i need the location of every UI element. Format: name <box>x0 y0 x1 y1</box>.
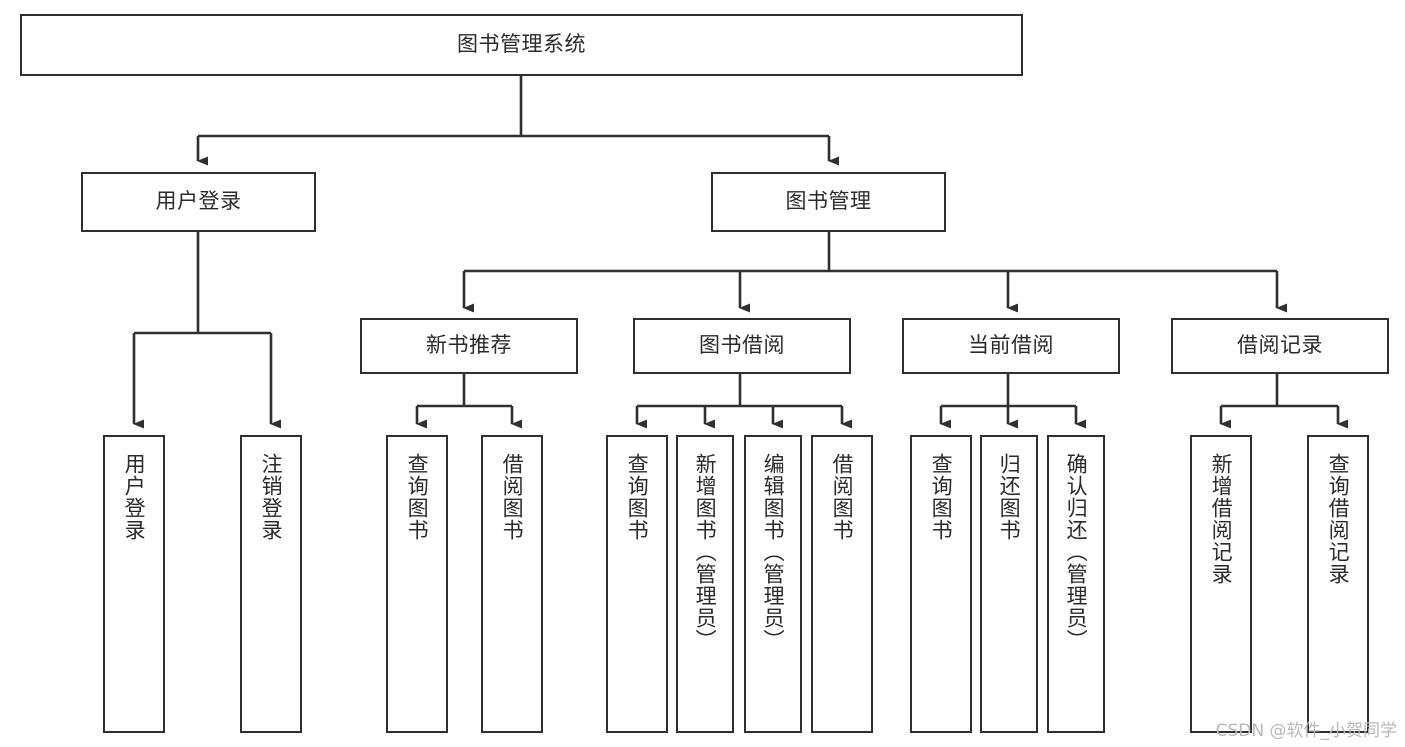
node-label: 新增借阅记录 <box>1209 453 1234 585</box>
node-label: 归还图书 <box>997 453 1022 541</box>
node-user-login[interactable]: 用户登录 <box>81 172 316 232</box>
node-leaf-confirm-return-admin[interactable]: 确认归还（管理员） <box>1047 435 1105 733</box>
node-leaf-add-borrow-record[interactable]: 新增借阅记录 <box>1190 435 1252 733</box>
node-book-borrow[interactable]: 图书借阅 <box>633 318 851 374</box>
node-leaf-borrow-book-recommend[interactable]: 借阅图书 <box>481 435 543 733</box>
node-label: 查询图书 <box>625 453 650 541</box>
node-label: 借阅记录 <box>1237 333 1323 358</box>
watermark-text: CSDN @软件_小贺同学 <box>1215 721 1397 741</box>
node-label: 图书管理 <box>785 189 872 214</box>
node-leaf-add-book-admin[interactable]: 新增图书（管理员） <box>676 435 734 733</box>
node-label: 查询图书 <box>405 453 430 541</box>
node-leaf-query-book-current[interactable]: 查询图书 <box>910 435 972 733</box>
node-book-manage[interactable]: 图书管理 <box>711 172 946 232</box>
node-borrow-record[interactable]: 借阅记录 <box>1171 318 1389 374</box>
node-label: 编辑图书（管理员） <box>761 453 786 651</box>
node-label: 用户登录 <box>122 453 147 541</box>
node-label: 查询借阅记录 <box>1326 453 1351 585</box>
node-label: 图书借阅 <box>699 333 785 358</box>
node-root-book-management-system[interactable]: 图书管理系统 <box>20 14 1023 76</box>
node-label: 借阅图书 <box>830 453 855 541</box>
node-leaf-return-book[interactable]: 归还图书 <box>980 435 1038 733</box>
node-leaf-user-login[interactable]: 用户登录 <box>103 435 165 733</box>
node-leaf-user-logout[interactable]: 注销登录 <box>240 435 302 733</box>
node-leaf-query-borrow-record[interactable]: 查询借阅记录 <box>1307 435 1369 733</box>
node-label: 借阅图书 <box>500 453 525 541</box>
node-label: 图书管理系统 <box>457 32 586 57</box>
node-leaf-borrow-book-borrow[interactable]: 借阅图书 <box>811 435 873 733</box>
node-leaf-query-book-recommend[interactable]: 查询图书 <box>386 435 448 733</box>
node-label: 当前借阅 <box>968 333 1054 358</box>
node-label: 注销登录 <box>259 453 284 541</box>
node-label: 查询图书 <box>929 453 954 541</box>
node-leaf-edit-book-admin[interactable]: 编辑图书（管理员） <box>744 435 802 733</box>
node-new-book-recommend[interactable]: 新书推荐 <box>360 318 578 374</box>
node-label: 新书推荐 <box>426 333 512 358</box>
node-label: 确认归还（管理员） <box>1064 453 1089 651</box>
node-current-borrow[interactable]: 当前借阅 <box>902 318 1120 374</box>
node-leaf-query-book-borrow[interactable]: 查询图书 <box>606 435 668 733</box>
node-label: 用户登录 <box>155 189 242 214</box>
node-label: 新增图书（管理员） <box>693 453 718 651</box>
